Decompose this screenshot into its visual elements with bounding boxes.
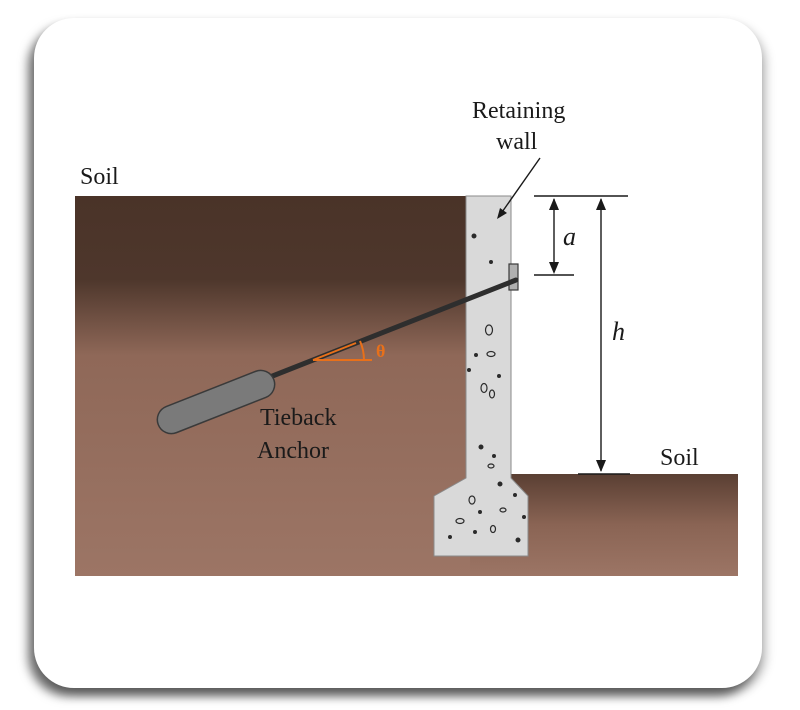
tieback-anchor-body xyxy=(156,369,276,435)
retaining-wall-label-line2: wall xyxy=(496,129,538,155)
angle-label: θ xyxy=(376,341,385,361)
dimension-lines xyxy=(534,195,630,475)
tieback-anchor-label-line2: Anchor xyxy=(257,438,329,464)
concrete-aggregate xyxy=(448,233,526,543)
dimension-h-label: h xyxy=(612,317,625,346)
soil-right-label: Soil xyxy=(660,445,699,471)
wall-pointer-arrow xyxy=(497,157,541,219)
soil-left-label: Soil xyxy=(80,164,119,190)
retaining-wall-label-line1: Retaining xyxy=(472,98,565,124)
tieback-rod xyxy=(267,277,519,380)
tieback-anchor-label-line1: Tieback xyxy=(260,405,336,431)
dimension-a-label: a xyxy=(563,222,576,251)
anchor-plate xyxy=(508,263,519,291)
angle-marker xyxy=(312,340,372,361)
